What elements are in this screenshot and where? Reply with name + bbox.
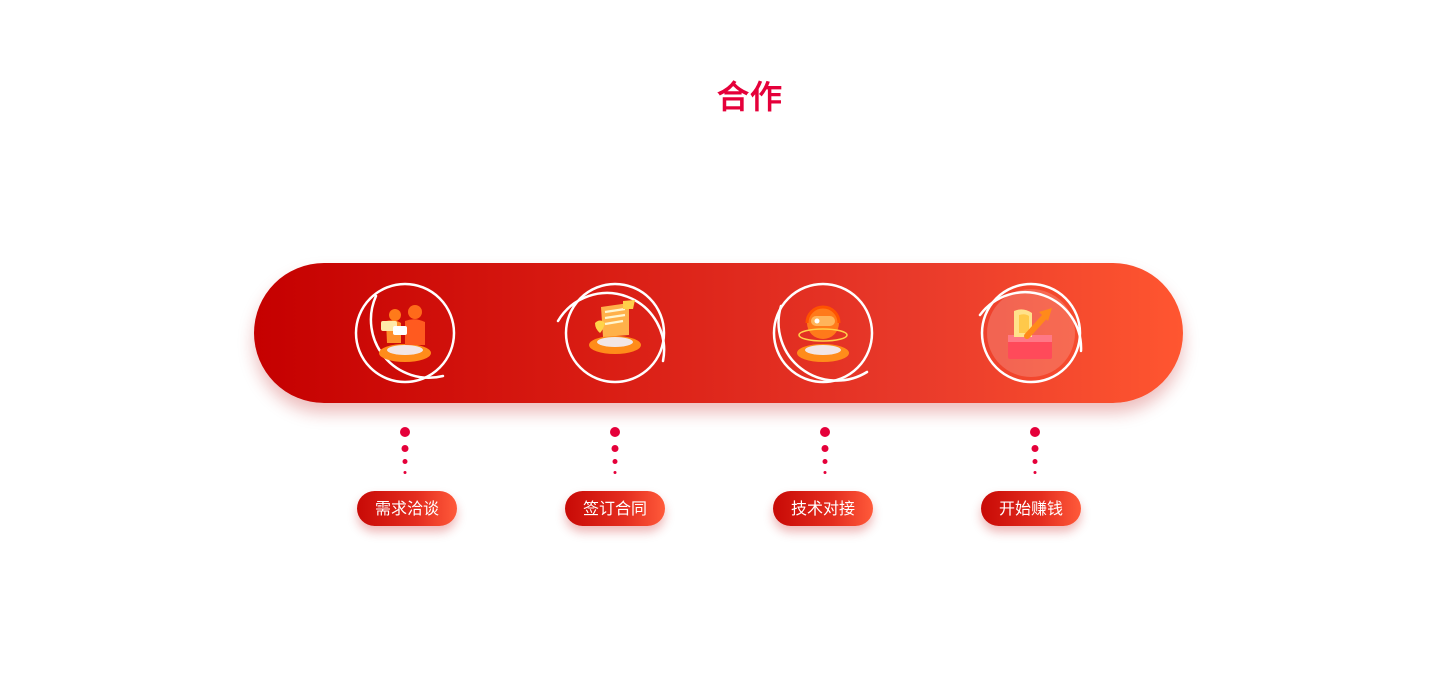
step-2-emblem: [545, 263, 685, 403]
step-4-connector: [1028, 425, 1042, 477]
tech-support-icon: [753, 263, 893, 403]
step-3-connector: [818, 425, 832, 477]
section-title: 合作: [0, 72, 1439, 118]
step-label-contract[interactable]: 签订合同: [565, 491, 665, 526]
step-4-emblem: [961, 263, 1101, 403]
contract-icon: [545, 263, 685, 403]
step-label-earn[interactable]: 开始赚钱: [981, 491, 1081, 526]
step-1-connector: [398, 425, 412, 477]
earnings-growth-icon: [961, 263, 1101, 403]
step-label-tech[interactable]: 技术对接: [773, 491, 873, 526]
step-2-connector: [608, 425, 622, 477]
step-label-negotiation[interactable]: 需求洽谈: [357, 491, 457, 526]
step-1-emblem: [335, 263, 475, 403]
negotiation-icon: [335, 263, 475, 403]
step-3-emblem: [753, 263, 893, 403]
